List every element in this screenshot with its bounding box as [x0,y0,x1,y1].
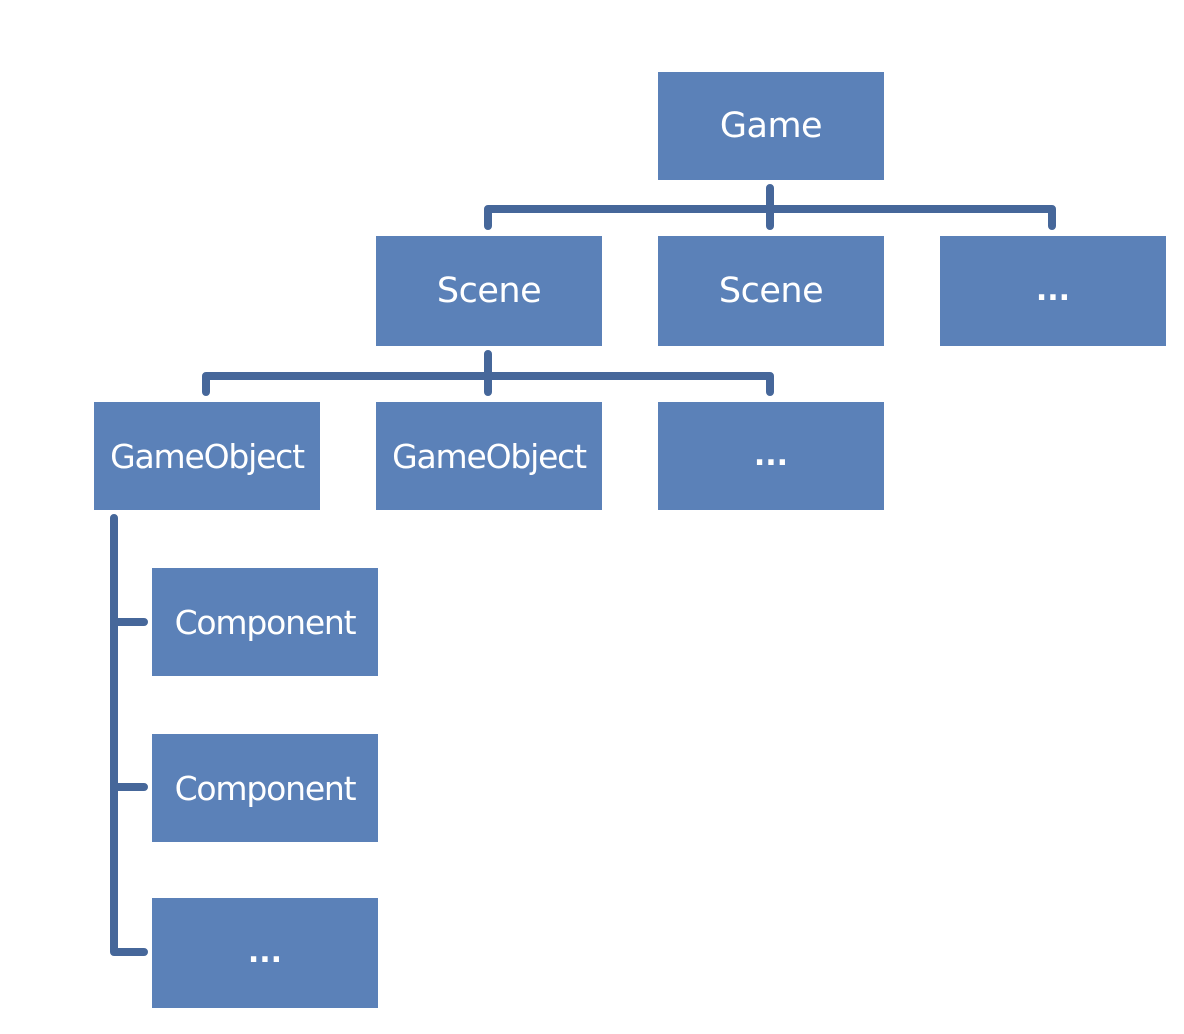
node-label: GameObject [110,436,305,476]
node-gameobject-1: GameObject [94,402,320,510]
node-label: Component [174,768,357,808]
node-scene-more: ... [940,236,1166,346]
node-scene-1: Scene [376,236,602,346]
connector-scene-gameobjects [202,350,774,396]
node-game: Game [658,72,884,180]
node-component-more: ... [152,898,378,1008]
node-gameobject-2: GameObject [376,402,602,510]
node-label: Scene [436,270,542,311]
node-label: GameObject [392,436,587,476]
node-scene-2: Scene [658,236,884,346]
node-label: ... [753,438,789,473]
connector-game-scenes [484,184,1056,230]
node-component-2: Component [152,734,378,842]
node-component-1: Component [152,568,378,676]
node-label: ... [247,935,283,970]
node-label: Game [719,105,823,146]
node-label: Component [174,602,357,642]
node-gameobject-more: ... [658,402,884,510]
connector-gameobject-components [110,514,148,956]
node-label: Scene [718,270,824,311]
node-label: ... [1035,273,1071,308]
